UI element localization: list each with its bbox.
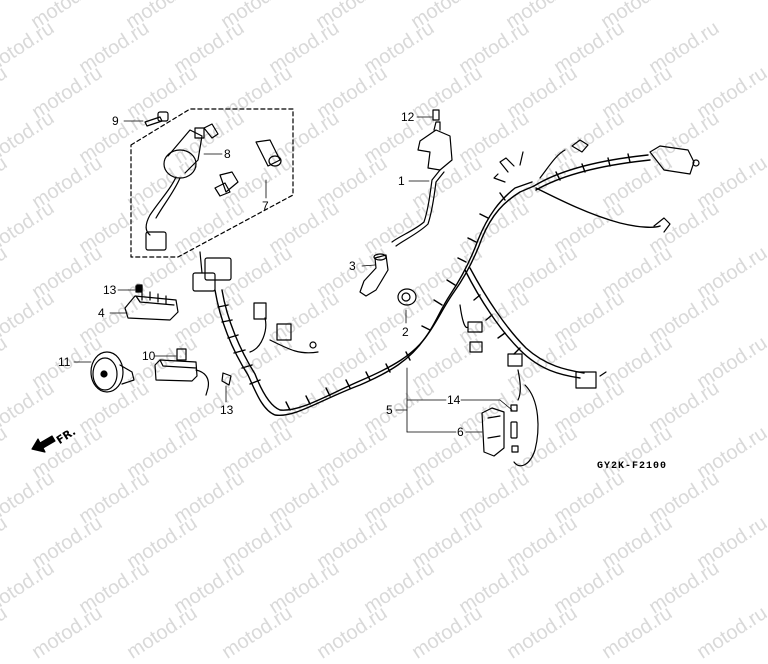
bolt-icon bbox=[135, 285, 232, 386]
callout-8: 8 bbox=[224, 147, 231, 161]
watermark-text: motod.ru bbox=[28, 602, 107, 664]
watermark-text: motod.ru bbox=[503, 602, 582, 664]
callout-5: 5 bbox=[386, 403, 393, 417]
front-direction-arrow-icon bbox=[31, 435, 56, 453]
callout-13-relay: 13 bbox=[220, 403, 234, 417]
watermark-text: motod.ru bbox=[313, 602, 392, 664]
watermark-text: motod.ru bbox=[408, 602, 487, 664]
callout-1: 1 bbox=[398, 174, 405, 188]
callout-2: 2 bbox=[402, 325, 409, 339]
key-set-bracket bbox=[130, 108, 294, 258]
wire-harness-icon bbox=[214, 153, 661, 416]
ignition-switch-icon bbox=[145, 123, 219, 251]
callout-12: 12 bbox=[401, 110, 415, 124]
callout-3: 3 bbox=[349, 259, 356, 273]
fuse-box-icon bbox=[481, 407, 505, 457]
leader-lines bbox=[73, 116, 513, 433]
connector-icons bbox=[192, 139, 700, 467]
diagram-drawing bbox=[31, 108, 700, 467]
watermark-text: motod.ru bbox=[598, 602, 677, 664]
callout-13-regulator: 13 bbox=[103, 283, 117, 297]
key-icon bbox=[144, 111, 169, 127]
callout-7: 7 bbox=[262, 199, 269, 213]
watermark-text: motod.ru bbox=[123, 602, 202, 664]
diagram-code: GY2K-F2100 bbox=[597, 461, 668, 472]
callout-14: 14 bbox=[447, 393, 461, 407]
starter-relay-icon bbox=[154, 348, 210, 396]
callout-4: 4 bbox=[98, 306, 105, 320]
callout-11: 11 bbox=[58, 355, 71, 369]
regulator-icon bbox=[124, 284, 179, 321]
watermark-text: motod.ru bbox=[693, 602, 768, 664]
callout-10: 10 bbox=[142, 349, 156, 363]
watermark-text: motod.ru bbox=[0, 602, 12, 664]
callout-9: 9 bbox=[112, 114, 119, 128]
horn-icon bbox=[90, 351, 135, 393]
grommet-icon bbox=[397, 288, 417, 306]
lock-cylinder-icon bbox=[214, 139, 282, 197]
spark-plug-cap-icon bbox=[359, 253, 389, 297]
fuse-icon bbox=[510, 404, 519, 453]
watermark-text: motod.ru bbox=[218, 602, 297, 664]
callout-6: 6 bbox=[457, 425, 464, 439]
ignition-coil-icon bbox=[391, 109, 453, 247]
